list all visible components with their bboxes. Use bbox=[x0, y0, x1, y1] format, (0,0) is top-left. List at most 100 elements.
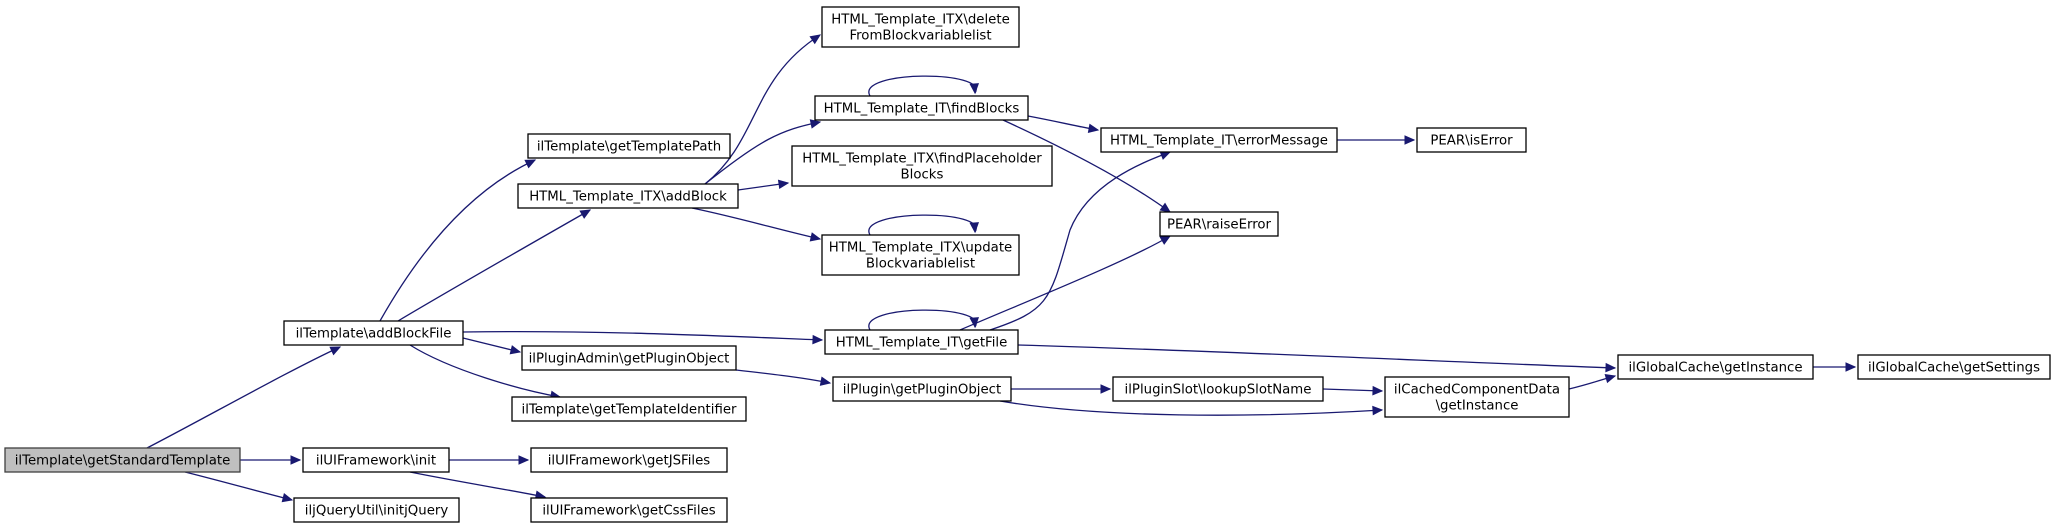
arrowhead bbox=[509, 345, 522, 355]
arrowhead bbox=[518, 455, 530, 465]
node-box bbox=[530, 497, 728, 523]
edge-n19-to-n21 bbox=[1568, 373, 1617, 390]
arrowhead bbox=[1845, 362, 1857, 372]
edge-line bbox=[462, 337, 521, 353]
node-box bbox=[824, 329, 1019, 355]
node-label: ilTemplate\addBlockFile bbox=[296, 327, 452, 342]
node-n6[interactable]: ilPluginAdmin\getPluginObject bbox=[521, 345, 737, 371]
node-n7[interactable]: ilTemplate\getTemplateIdentifier bbox=[511, 396, 747, 422]
node-label: ilTemplate\getTemplateIdentifier bbox=[522, 403, 737, 418]
arrowhead bbox=[1159, 235, 1172, 245]
arrowhead bbox=[1159, 151, 1172, 160]
edge-n1-to-n14 bbox=[462, 330, 824, 345]
edge-n6-to-n15 bbox=[735, 369, 832, 386]
edge-n14-to-n21 bbox=[1017, 344, 1617, 373]
node-label: PEAR\raiseError bbox=[1167, 218, 1272, 233]
node-box-root bbox=[4, 447, 241, 473]
edge-line bbox=[379, 159, 536, 322]
node-box bbox=[1112, 376, 1324, 402]
node-n8[interactable]: ilUIFramework\getJSFiles bbox=[530, 447, 728, 473]
node-n22[interactable]: ilGlobalCache\getSettings bbox=[1857, 354, 2051, 380]
node-box bbox=[293, 497, 460, 523]
arrowhead bbox=[1604, 373, 1617, 384]
node-n13[interactable]: HTML_Template_ITX\updateBlockvariablelis… bbox=[821, 234, 1020, 276]
arrowhead bbox=[1159, 202, 1172, 213]
edge-line bbox=[1027, 115, 1099, 131]
node-box bbox=[1857, 354, 2051, 380]
edge-n11-to-n16 bbox=[1027, 115, 1100, 134]
node-n10[interactable]: HTML_Template_ITX\deleteFromBlockvariabl… bbox=[821, 6, 1020, 48]
arrowhead bbox=[1100, 384, 1112, 394]
node-n4[interactable]: ilTemplate\getTemplatePath bbox=[527, 133, 731, 159]
edge-n2-to-n8 bbox=[449, 455, 530, 465]
edge-n15-to-n19 bbox=[999, 400, 1384, 416]
arrowhead bbox=[579, 209, 592, 219]
arrowhead bbox=[329, 346, 342, 356]
node-label: iljQueryUtil\initjQuery bbox=[305, 504, 449, 519]
arrowhead bbox=[969, 222, 980, 234]
node-box bbox=[1617, 354, 1814, 380]
node-label: ilPlugin\getPluginObject bbox=[843, 383, 1001, 398]
arrowhead bbox=[1372, 405, 1384, 416]
edge-line bbox=[959, 235, 1171, 331]
node-box bbox=[517, 183, 739, 209]
node-box bbox=[1159, 211, 1279, 237]
arrowhead bbox=[777, 179, 790, 190]
node-n15[interactable]: ilPlugin\getPluginObject bbox=[832, 376, 1012, 402]
edge-n0-to-n3 bbox=[184, 471, 294, 503]
node-n9[interactable]: ilUIFramework\getCssFiles bbox=[530, 497, 728, 523]
node-n0[interactable]: ilTemplate\getStandardTemplate bbox=[4, 447, 241, 473]
arrowhead bbox=[290, 455, 302, 465]
arrowhead bbox=[812, 334, 824, 345]
node-n16[interactable]: HTML_Template_IT\errorMessage bbox=[1100, 127, 1338, 153]
node-n21[interactable]: ilGlobalCache\getInstance bbox=[1617, 354, 1814, 380]
node-n11[interactable]: HTML_Template_IT\findBlocks bbox=[814, 95, 1029, 121]
node-label: ilPluginAdmin\getPluginObject bbox=[529, 352, 730, 367]
node-n19[interactable]: ilCachedComponentData\getInstance bbox=[1384, 376, 1570, 418]
node-box bbox=[821, 234, 1020, 276]
node-n1[interactable]: ilTemplate\addBlockFile bbox=[283, 320, 464, 346]
edge-n1-to-n5 bbox=[397, 209, 592, 322]
node-label: ilGlobalCache\getSettings bbox=[1868, 361, 2040, 376]
node-n5[interactable]: HTML_Template_ITX\addBlock bbox=[517, 183, 739, 209]
node-box bbox=[530, 447, 728, 473]
edge-line bbox=[704, 34, 821, 185]
node-box bbox=[814, 95, 1029, 121]
arrowhead bbox=[809, 119, 822, 129]
node-label: ilTemplate\getTemplatePath bbox=[537, 140, 721, 155]
node-box bbox=[832, 376, 1012, 402]
edge-n13-to-n13 bbox=[868, 214, 980, 236]
node-label: HTML_Template_ITX\update bbox=[829, 241, 1012, 256]
edge-n21-to-n22 bbox=[1813, 362, 1857, 372]
edge-n15-to-n18 bbox=[1011, 384, 1112, 394]
arrowhead bbox=[809, 34, 822, 45]
edge-n11-to-n17 bbox=[1002, 119, 1172, 213]
edge-line bbox=[397, 209, 591, 322]
node-label: ilUIFramework\getJSFiles bbox=[548, 454, 711, 469]
node-label: FromBlockvariablelist bbox=[849, 29, 991, 44]
node-n14[interactable]: HTML_Template_IT\getFile bbox=[824, 329, 1019, 355]
node-label: ilGlobalCache\getInstance bbox=[1628, 361, 1802, 376]
arrowhead bbox=[524, 159, 537, 169]
node-box bbox=[1416, 127, 1527, 153]
node-n3[interactable]: iljQueryUtil\initjQuery bbox=[293, 497, 460, 523]
edge-n5-to-n10 bbox=[704, 34, 822, 185]
node-label: HTML_Template_IT\getFile bbox=[836, 336, 1008, 351]
node-n20[interactable]: PEAR\isError bbox=[1416, 127, 1527, 153]
edge-line bbox=[735, 369, 831, 384]
node-n2[interactable]: ilUIFramework\init bbox=[302, 447, 450, 473]
edge-line bbox=[409, 344, 561, 398]
node-box bbox=[1384, 376, 1570, 418]
node-box bbox=[821, 6, 1020, 48]
edge-n0-to-n2 bbox=[240, 455, 302, 465]
node-label: Blocks bbox=[901, 168, 944, 183]
node-n17[interactable]: PEAR\raiseError bbox=[1159, 211, 1279, 237]
node-n18[interactable]: ilPluginSlot\lookupSlotName bbox=[1112, 376, 1324, 402]
node-label: HTML_Template_ITX\findPlaceholder bbox=[802, 152, 1042, 167]
edge-n11-to-n11 bbox=[868, 75, 980, 97]
node-label: ilUIFramework\init bbox=[316, 454, 436, 469]
edge-line bbox=[462, 330, 823, 341]
node-label: Blockvariablelist bbox=[866, 257, 975, 272]
